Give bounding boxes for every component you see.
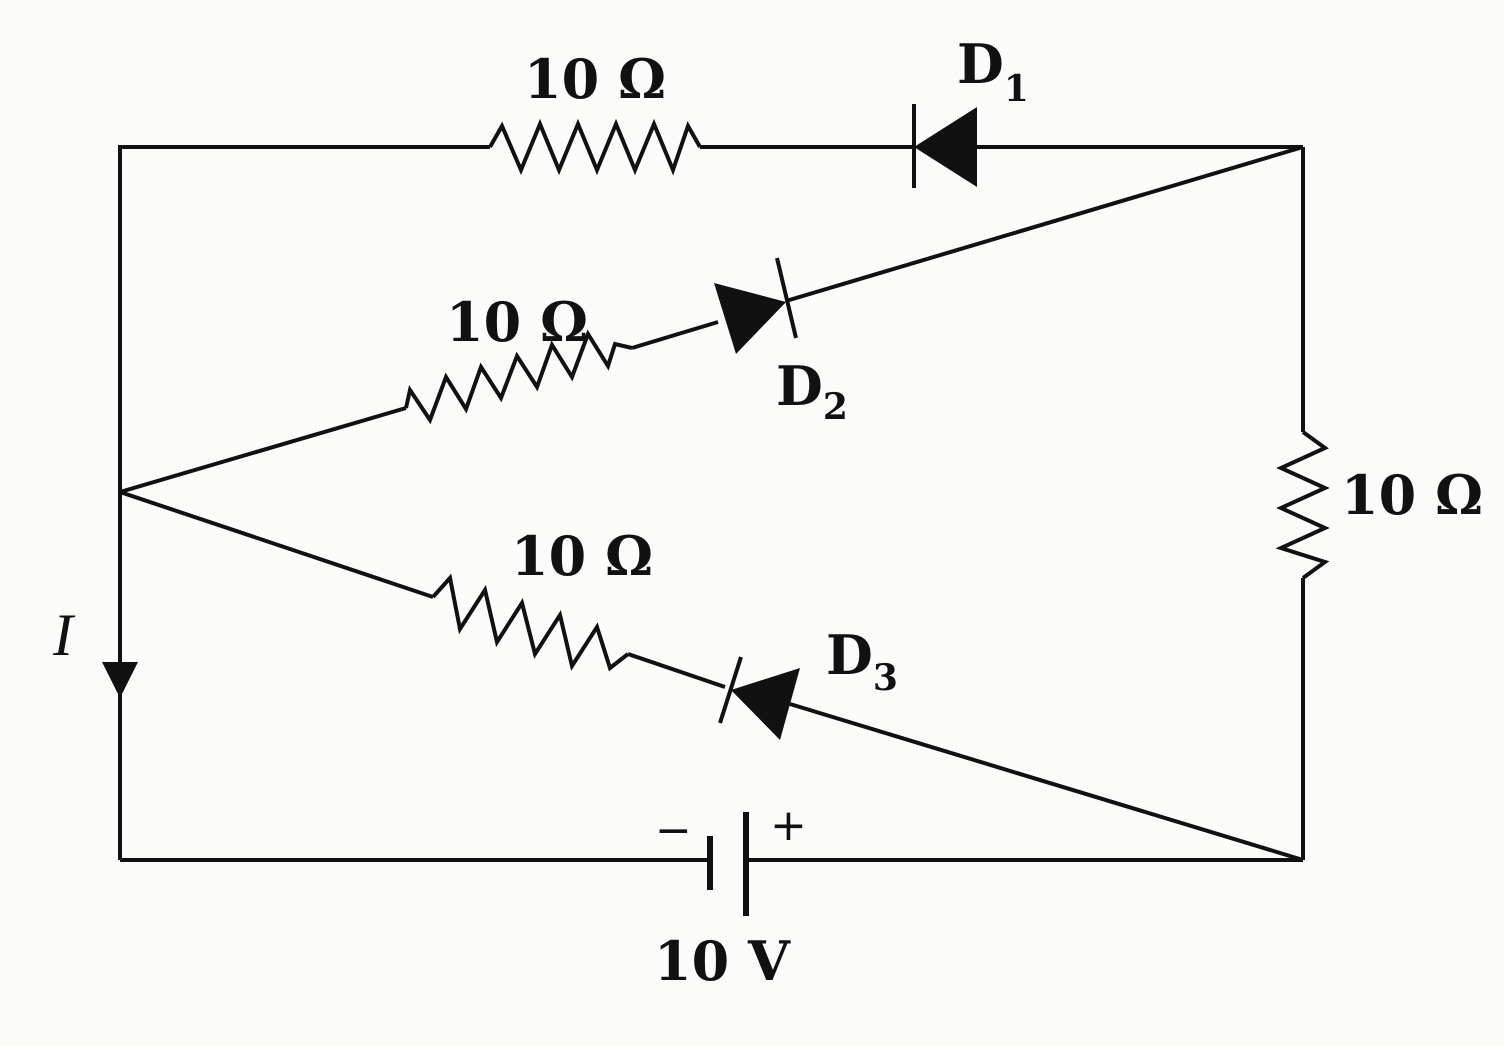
low-resistor	[431, 573, 630, 672]
right-resistor-label: 10 Ω	[1341, 463, 1483, 527]
current-label: I	[52, 602, 76, 668]
mid-resistor-label: 10 Ω	[446, 290, 588, 354]
d2-cathode-bar	[775, 257, 798, 339]
low-left-wire	[119, 490, 434, 599]
d2-subscript: 2	[823, 386, 848, 428]
mid-resistor	[404, 329, 633, 425]
top-resistor	[488, 118, 702, 176]
d1-triangle	[914, 107, 977, 187]
top-branch	[118, 104, 1303, 860]
d2-label: D2	[776, 354, 848, 428]
d3-subscript: 3	[873, 657, 898, 699]
diode-d2	[714, 257, 798, 354]
bottom-branch	[120, 812, 1303, 916]
d3-label: D3	[826, 623, 898, 699]
d3-triangle	[731, 668, 800, 740]
d3-letter: D	[826, 623, 873, 687]
middle-branch	[119, 145, 1304, 494]
mid-center-wire	[631, 320, 719, 350]
d1-label: D1	[957, 32, 1029, 110]
diode-d3	[718, 656, 800, 740]
top-left-wire	[118, 145, 490, 860]
diode-d1	[912, 104, 977, 188]
current-arrow	[102, 662, 138, 698]
battery-minus-sign: −	[655, 805, 692, 856]
battery-plus-sign: +	[770, 800, 807, 851]
mid-left-wire	[119, 406, 407, 494]
lower-branch	[119, 490, 1304, 862]
d1-subscript: 1	[1004, 68, 1029, 110]
right-branch	[1275, 147, 1330, 860]
low-resistor-label: 10 Ω	[511, 524, 653, 588]
low-right-wire	[789, 702, 1304, 862]
d2-letter: D	[776, 354, 823, 418]
battery	[707, 812, 749, 916]
battery-label: 10 V	[654, 929, 791, 993]
top-resistor-label: 10 Ω	[524, 47, 666, 111]
right-resistor	[1275, 430, 1330, 580]
d2-triangle	[714, 283, 786, 354]
d1-letter: D	[957, 32, 1004, 96]
d3-cathode-bar	[718, 656, 743, 724]
low-center-wire	[627, 652, 726, 689]
mid-right-wire	[785, 145, 1304, 303]
